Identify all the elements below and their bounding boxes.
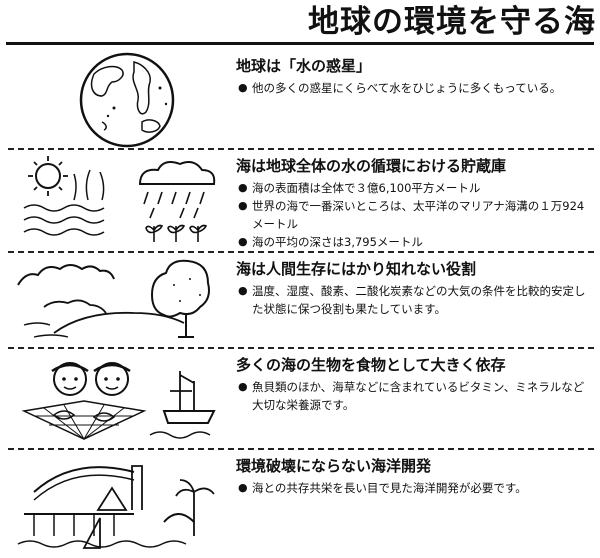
bullet-mark: ● [238,481,248,494]
section-ocean-development: 環境破壊にならない海洋開発 ● 海との共存共栄を長い目で見た海洋開発が必要です。 [0,452,600,556]
bullet-text: 世界の海で一番深いところは、太平洋のマリアナ海溝の１万924メートル [252,199,585,231]
bullet-list: ● 海との共存共栄を長い目で見た海洋開発が必要です。 [238,479,594,497]
section-role-for-humans: 海は人間生存にはかり知れない役割 ● 温度、湿度、酸素、二酸化炭素などの大気の条件… [0,255,600,347]
bullet-list: ● 他の多くの惑星にくらべて水をひじょうに多くもっている。 [238,79,594,97]
section-divider [8,148,594,150]
section-heading: 環境破壊にならない海洋開発 [236,457,432,475]
list-item: ● 温度、湿度、酸素、二酸化炭素などの大気の条件を比較的安定した状態に保つ役割も果… [238,282,594,318]
bullet-mark: ● [238,380,248,393]
bullet-mark: ● [238,284,248,297]
marine-resort-icon [17,465,215,549]
list-item: ● 魚貝類のほか、海草などに含まれているビタミン、ミネラルなど大切な栄養源です。 [238,378,594,414]
bullet-list: ● 温度、湿度、酸素、二酸化炭素などの大気の条件を比較的安定した状態に保つ役割も果… [238,282,594,318]
list-item: ● 世界の海で一番深いところは、太平洋のマリアナ海溝の１万924メートル [238,197,594,233]
fishermen-icon [21,362,216,440]
bullet-text: 温度、湿度、酸素、二酸化炭素などの大気の条件を比較的安定した状態に保つ役割も果た… [252,284,586,316]
bullet-text: 海の平均の深さは3,795メートル [252,235,423,249]
list-item: ● 海の平均の深さは3,795メートル [238,233,594,251]
section-heading: 海は人間生存にはかり知れない役割 [236,260,477,278]
bullet-mark: ● [238,181,248,194]
bullet-mark: ● [238,199,248,212]
section-heading: 海は地球全体の水の循環における貯蔵庫 [236,157,507,175]
bullet-text: 海との共存共栄を長い目で見た海洋開発が必要です。 [252,481,527,495]
coastline-icon [17,259,210,338]
list-item: ● 海との共存共栄を長い目で見た海洋開発が必要です。 [238,479,594,497]
bullet-text: 他の多くの惑星にくらべて水をひじょうに多くもっている。 [252,81,562,95]
list-item: ● 他の多くの惑星にくらべて水をひじょうに多くもっている。 [238,79,594,97]
section-heading: 多くの海の生物を食物として大きく依存 [236,356,506,374]
water-cycle-icon [23,156,216,242]
bullet-mark: ● [238,235,248,248]
section-water-planet: 地球は「水の惑星」 ● 他の多くの惑星にくらべて水をひじょうに多くもっている。 [0,50,600,150]
section-marine-food: 多くの海の生物を食物として大きく依存 ● 魚貝類のほか、海草などに含まれているビタ… [0,351,600,447]
bullet-list: ● 海の表面積は全体で３億6,100平方メートル ● 世界の海で一番深いところは、太… [238,179,594,251]
bullet-text: 海の表面積は全体で３億6,100平方メートル [252,181,481,195]
section-divider [8,448,594,450]
section-water-cycle: 海は地球全体の水の循環における貯蔵庫 ● 海の表面積は全体で３億6,100平方メー… [0,152,600,252]
bullet-text: 魚貝類のほか、海草などに含まれているビタミン、ミネラルなど大切な栄養源です。 [252,380,585,412]
bullet-list: ● 魚貝類のほか、海草などに含まれているビタミン、ミネラルなど大切な栄養源です。 [238,378,594,414]
section-heading: 地球は「水の惑星」 [236,57,372,75]
page-title: 地球の環境を守る海 [308,4,596,40]
globe-icon [79,52,175,148]
section-divider [8,347,594,349]
title-underline [6,42,594,45]
bullet-mark: ● [238,81,248,94]
list-item: ● 海の表面積は全体で３億6,100平方メートル [238,179,594,197]
section-divider [8,251,594,253]
